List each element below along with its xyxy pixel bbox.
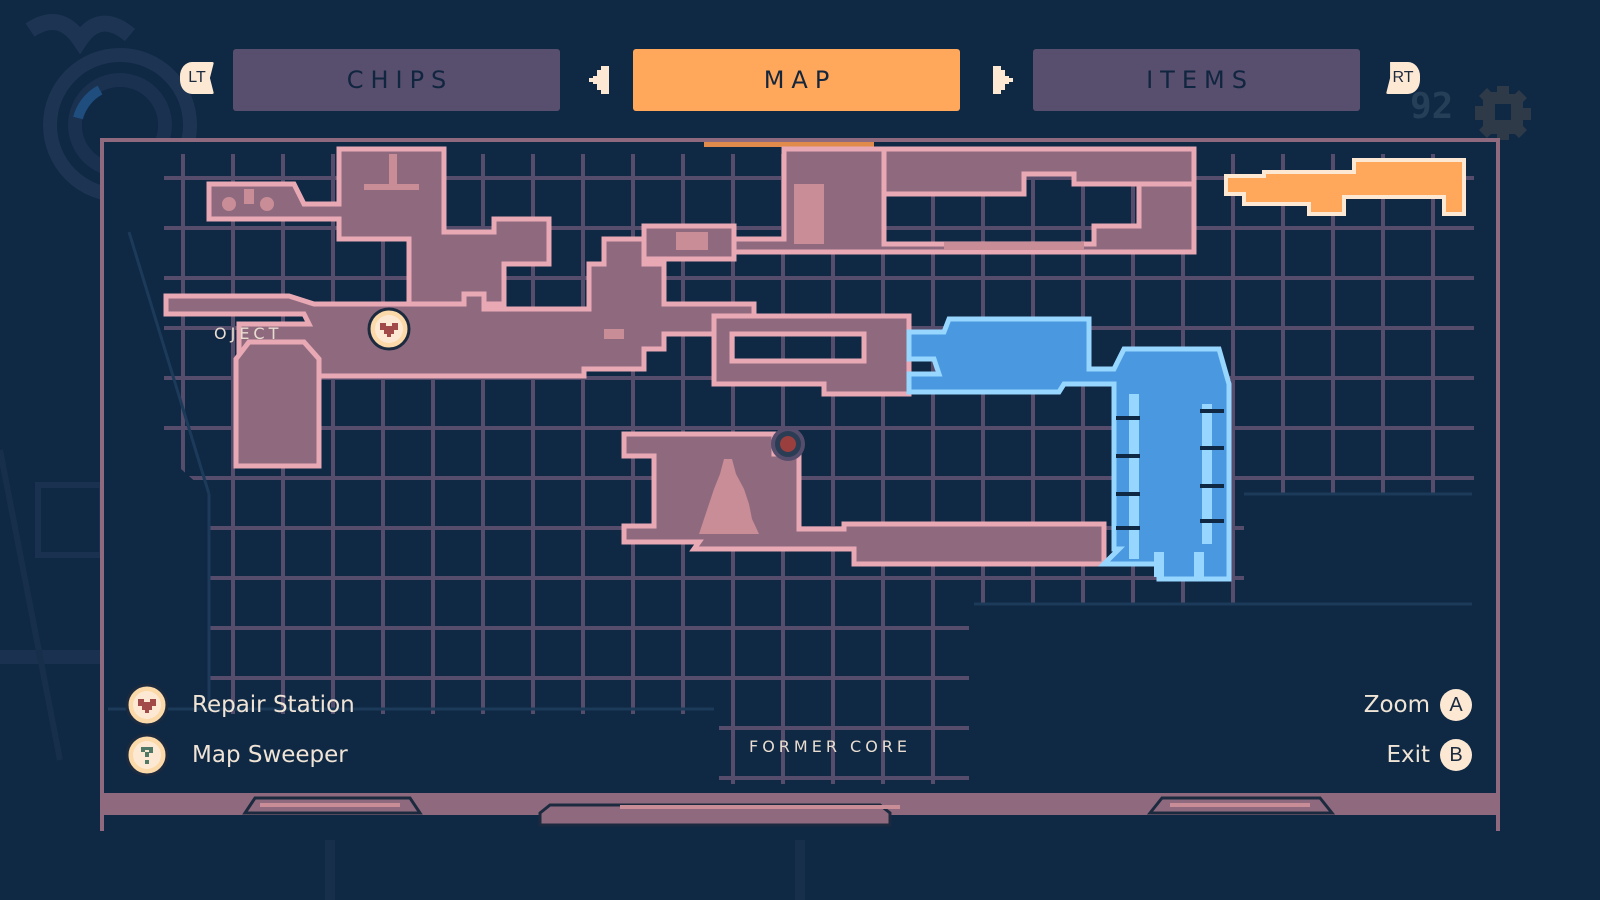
zoom-label: Zoom	[1363, 692, 1430, 718]
tab-bar: LT CHIPS MAP ITEMS RT 92	[0, 0, 1600, 140]
map-canvas[interactable]	[104, 142, 1496, 835]
repair-station-marker[interactable]	[367, 307, 411, 351]
highlighted-room[interactable]	[1224, 158, 1466, 216]
tab-map[interactable]: MAP	[633, 49, 960, 111]
map-legend: Repair Station Map Sweeper	[124, 680, 355, 780]
lt-trigger-button[interactable]: LT	[180, 62, 214, 94]
exit-control[interactable]: Exit B	[1364, 730, 1472, 780]
a-button-icon: A	[1440, 689, 1472, 721]
legend-label-map-sweeper: Map Sweeper	[192, 742, 348, 768]
control-hints: Zoom A Exit B	[1364, 680, 1472, 780]
gear-counter: 92	[1410, 86, 1454, 127]
arrow-right-icon[interactable]	[993, 66, 1013, 94]
lt-label: LT	[188, 69, 206, 86]
legend-item-map-sweeper: Map Sweeper	[124, 730, 355, 780]
tab-items[interactable]: ITEMS	[1033, 49, 1360, 111]
tab-map-label: MAP	[763, 66, 837, 94]
repair-station-icon	[125, 683, 169, 727]
water-ledges	[1116, 409, 1224, 530]
gear-icon	[1475, 86, 1531, 140]
room-details	[222, 154, 1084, 534]
rt-label: RT	[1392, 69, 1414, 86]
tab-chips-label: CHIPS	[346, 66, 454, 94]
arrow-left-icon[interactable]	[589, 66, 609, 94]
b-button-icon: B	[1440, 739, 1472, 771]
area-label-former-core: FORMER CORE	[749, 737, 912, 756]
exit-label: Exit	[1386, 742, 1430, 768]
player-location-marker[interactable]	[771, 427, 805, 461]
map-panel[interactable]: OJECT FORMER CORE	[100, 138, 1500, 831]
tab-items-label: ITEMS	[1146, 66, 1254, 94]
zoom-control[interactable]: Zoom A	[1364, 680, 1472, 730]
area-label-project: OJECT	[214, 324, 283, 343]
legend-item-repair-station: Repair Station	[124, 680, 355, 730]
water-details	[1129, 394, 1212, 577]
map-frame-base	[100, 793, 1500, 827]
tab-chips[interactable]: CHIPS	[233, 49, 560, 111]
map-sweeper-icon	[125, 733, 169, 777]
map-top-highlight	[704, 142, 874, 147]
legend-label-repair-station: Repair Station	[192, 692, 355, 718]
rt-trigger-button[interactable]: RT	[1386, 62, 1420, 94]
